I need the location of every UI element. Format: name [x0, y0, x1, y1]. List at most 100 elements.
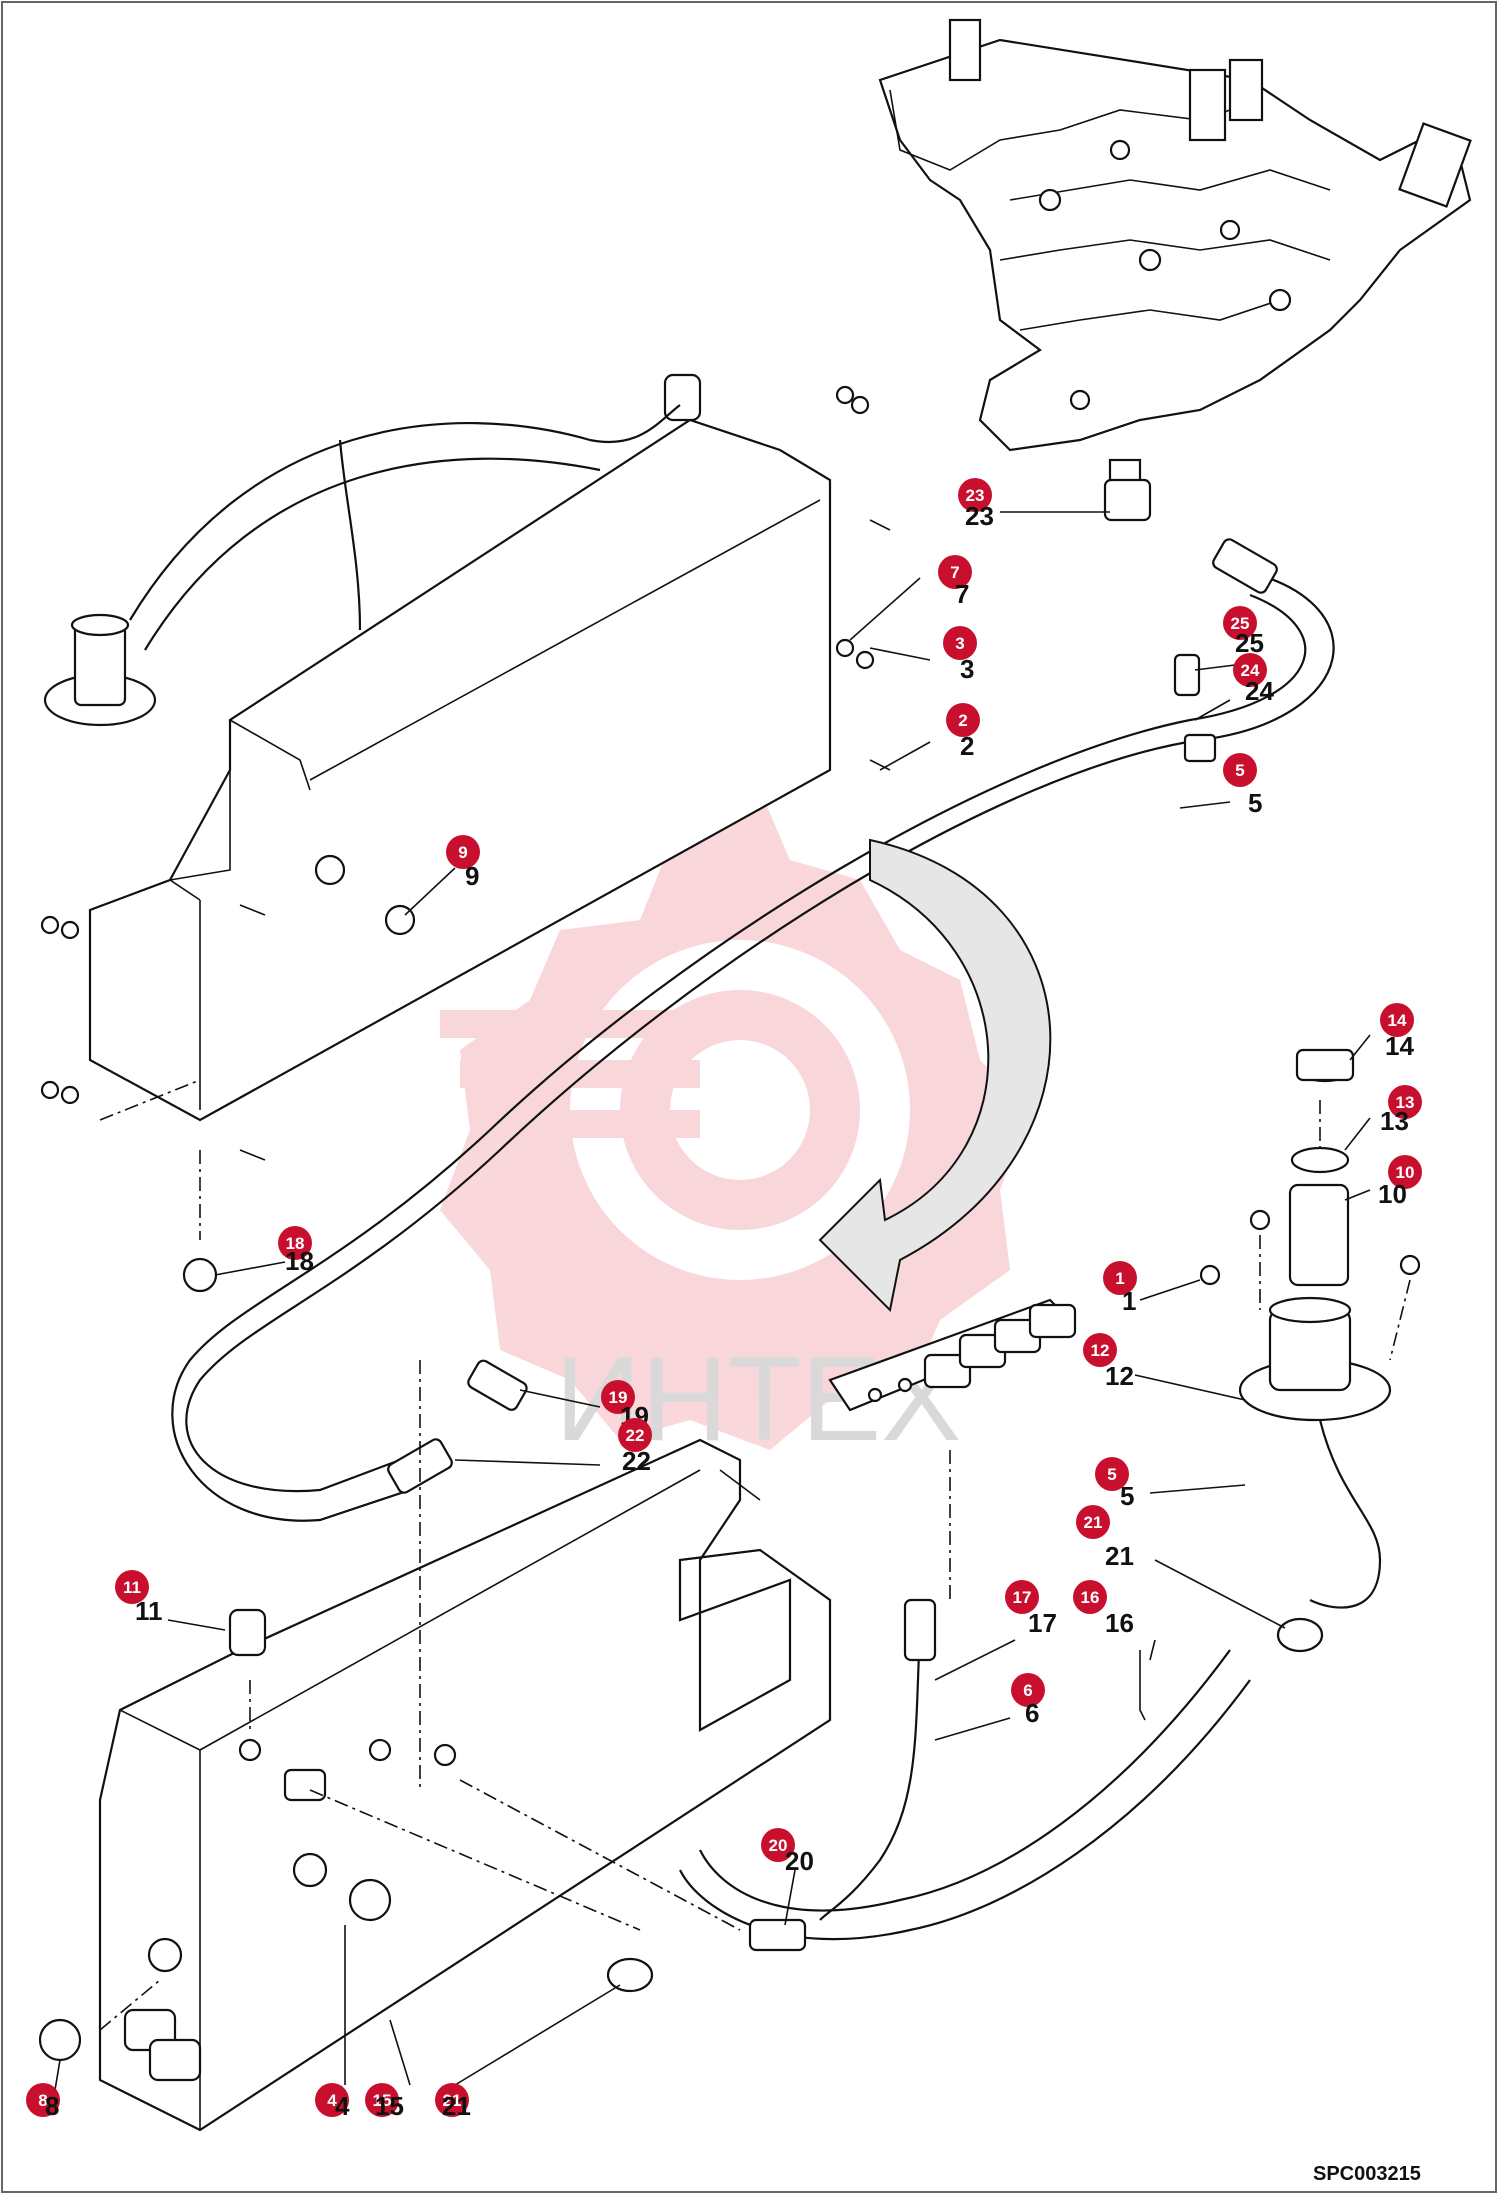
callout-18[interactable]: 18 — [278, 1226, 312, 1260]
callout-9[interactable]: 9 — [446, 835, 480, 869]
hose-6 — [819, 1629, 922, 1921]
svg-text:11: 11 — [123, 1578, 141, 1597]
svg-text:13: 13 — [1396, 1093, 1415, 1112]
lower-tank — [38, 1360, 832, 2132]
svg-text:17: 17 — [1013, 1588, 1032, 1607]
leader-lines — [54, 511, 1371, 2091]
callout-5-lower[interactable]: 5 — [1095, 1457, 1129, 1491]
svg-text:7: 7 — [950, 563, 959, 582]
callout-8[interactable]: 8 — [26, 2083, 60, 2117]
filler-filter-assembly — [1199, 1048, 1421, 1422]
callout-6[interactable]: 6 — [1011, 1673, 1045, 1707]
callout-21-upper[interactable]: 21 — [1076, 1505, 1110, 1539]
part-number-7: 7 — [955, 579, 969, 609]
callout-group: 23 23 7 7 3 3 2 2 25 25 24 24 5 5 9 9 14… — [26, 478, 1422, 2121]
svg-text:16: 16 — [1081, 1588, 1100, 1607]
flow-arrow — [818, 838, 1052, 1313]
hose-clamp-21-upper — [1276, 1617, 1324, 1653]
hose-end-17 — [903, 1598, 937, 1662]
manifold-block — [828, 1298, 1077, 1412]
callout-13[interactable]: 13 — [1388, 1085, 1422, 1119]
svg-text:2: 2 — [958, 711, 967, 730]
svg-text:8: 8 — [38, 2091, 47, 2110]
callout-2[interactable]: 2 — [946, 703, 980, 737]
part-number-13: 13 — [1380, 1106, 1409, 1136]
part-number-10: 10 — [1378, 1179, 1407, 1209]
part-number-9: 9 — [465, 861, 479, 891]
callout-14[interactable]: 14 — [1380, 1003, 1414, 1037]
svg-text:25: 25 — [1231, 614, 1250, 633]
part-number-4: 4 — [335, 2091, 350, 2121]
drawing-code: SPC003215 — [1313, 2163, 1421, 2185]
part-number-21-lower: 21 — [442, 2091, 471, 2121]
svg-text:20: 20 — [769, 1836, 788, 1855]
part-number-12: 12 — [1105, 1361, 1134, 1391]
callout-20[interactable]: 20 — [761, 1828, 795, 1862]
part-number-24: 24 — [1245, 676, 1274, 706]
callout-1[interactable]: 1 — [1103, 1261, 1137, 1295]
main-hose-outer — [185, 568, 1335, 1493]
part-number-22: 22 — [622, 1446, 651, 1476]
part-number-2: 2 — [960, 731, 974, 761]
svg-text:21: 21 — [1084, 1513, 1103, 1532]
part-number-25: 25 — [1235, 628, 1264, 658]
callout-12[interactable]: 12 — [1083, 1333, 1117, 1367]
callout-24[interactable]: 24 — [1233, 653, 1267, 687]
filler-drain-hose — [1309, 1419, 1382, 1609]
part-number-6: 6 — [1025, 1698, 1039, 1728]
svg-text:1: 1 — [1115, 1269, 1124, 1288]
upper-return-hose-outer — [144, 457, 601, 651]
watermark-logo — [440, 770, 1030, 1450]
hose-end-fitting-upper — [1212, 538, 1278, 594]
svg-text:22: 22 — [626, 1426, 645, 1445]
callout-21-lower[interactable]: 21 — [435, 2083, 469, 2117]
part-number-5-upper: 5 — [1248, 788, 1262, 818]
svg-text:14: 14 — [1388, 1011, 1407, 1030]
callout-10[interactable]: 10 — [1388, 1155, 1422, 1189]
part-number-21-upper: 21 — [1105, 1541, 1134, 1571]
upper-tank-housing — [40, 373, 891, 1240]
svg-text:23: 23 — [966, 486, 985, 505]
part-number-8: 8 — [45, 2091, 59, 2121]
callout-7[interactable]: 7 — [938, 555, 972, 589]
callout-4[interactable]: 4 — [315, 2083, 349, 2117]
part-number-3: 3 — [960, 654, 974, 684]
callout-16[interactable]: 16 — [1073, 1580, 1107, 1614]
svg-text:3: 3 — [955, 634, 964, 653]
main-hose-inner — [171, 593, 1307, 1522]
svg-text:15: 15 — [373, 2091, 392, 2110]
upper-return-hose — [129, 404, 681, 621]
svg-text:6: 6 — [1023, 1681, 1032, 1700]
part-number-11: 11 — [135, 1596, 163, 1626]
svg-text:18: 18 — [286, 1234, 305, 1253]
callout-3[interactable]: 3 — [943, 626, 977, 660]
callout-23[interactable]: 23 — [958, 478, 992, 512]
callout-22[interactable]: 22 — [618, 1418, 652, 1452]
hose-16-inner — [679, 1679, 1251, 1941]
callout-19[interactable]: 19 — [601, 1380, 635, 1414]
part-number-17: 17 — [1028, 1608, 1057, 1638]
svg-text:21: 21 — [443, 2091, 462, 2110]
breather-hose — [338, 439, 362, 631]
hose-clamp-upper — [1183, 733, 1217, 763]
callout-17[interactable]: 17 — [1005, 1580, 1039, 1614]
svg-text:24: 24 — [1241, 661, 1260, 680]
part-number-14: 14 — [1385, 1031, 1414, 1061]
svg-text:5: 5 — [1235, 761, 1244, 780]
plug-18 — [182, 1257, 218, 1293]
tee-fitting-19 — [467, 1359, 528, 1411]
callout-11[interactable]: 11 — [115, 1570, 149, 1604]
svg-text:10: 10 — [1396, 1163, 1415, 1182]
part-number-16: 16 — [1105, 1608, 1134, 1638]
part-number-5-lower: 5 — [1120, 1481, 1134, 1511]
hose-end-fitting-lower — [387, 1438, 453, 1494]
svg-text:4: 4 — [327, 2091, 337, 2110]
callout-25[interactable]: 25 — [1223, 606, 1257, 640]
callout-15[interactable]: 15 — [365, 2083, 399, 2117]
control-valve-assembly — [878, 18, 1472, 512]
banjo-fitting-24 — [1173, 653, 1201, 697]
tee-fitting-23 — [1103, 478, 1152, 522]
svg-text:9: 9 — [458, 843, 467, 862]
callout-5-upper[interactable]: 5 — [1223, 753, 1257, 787]
